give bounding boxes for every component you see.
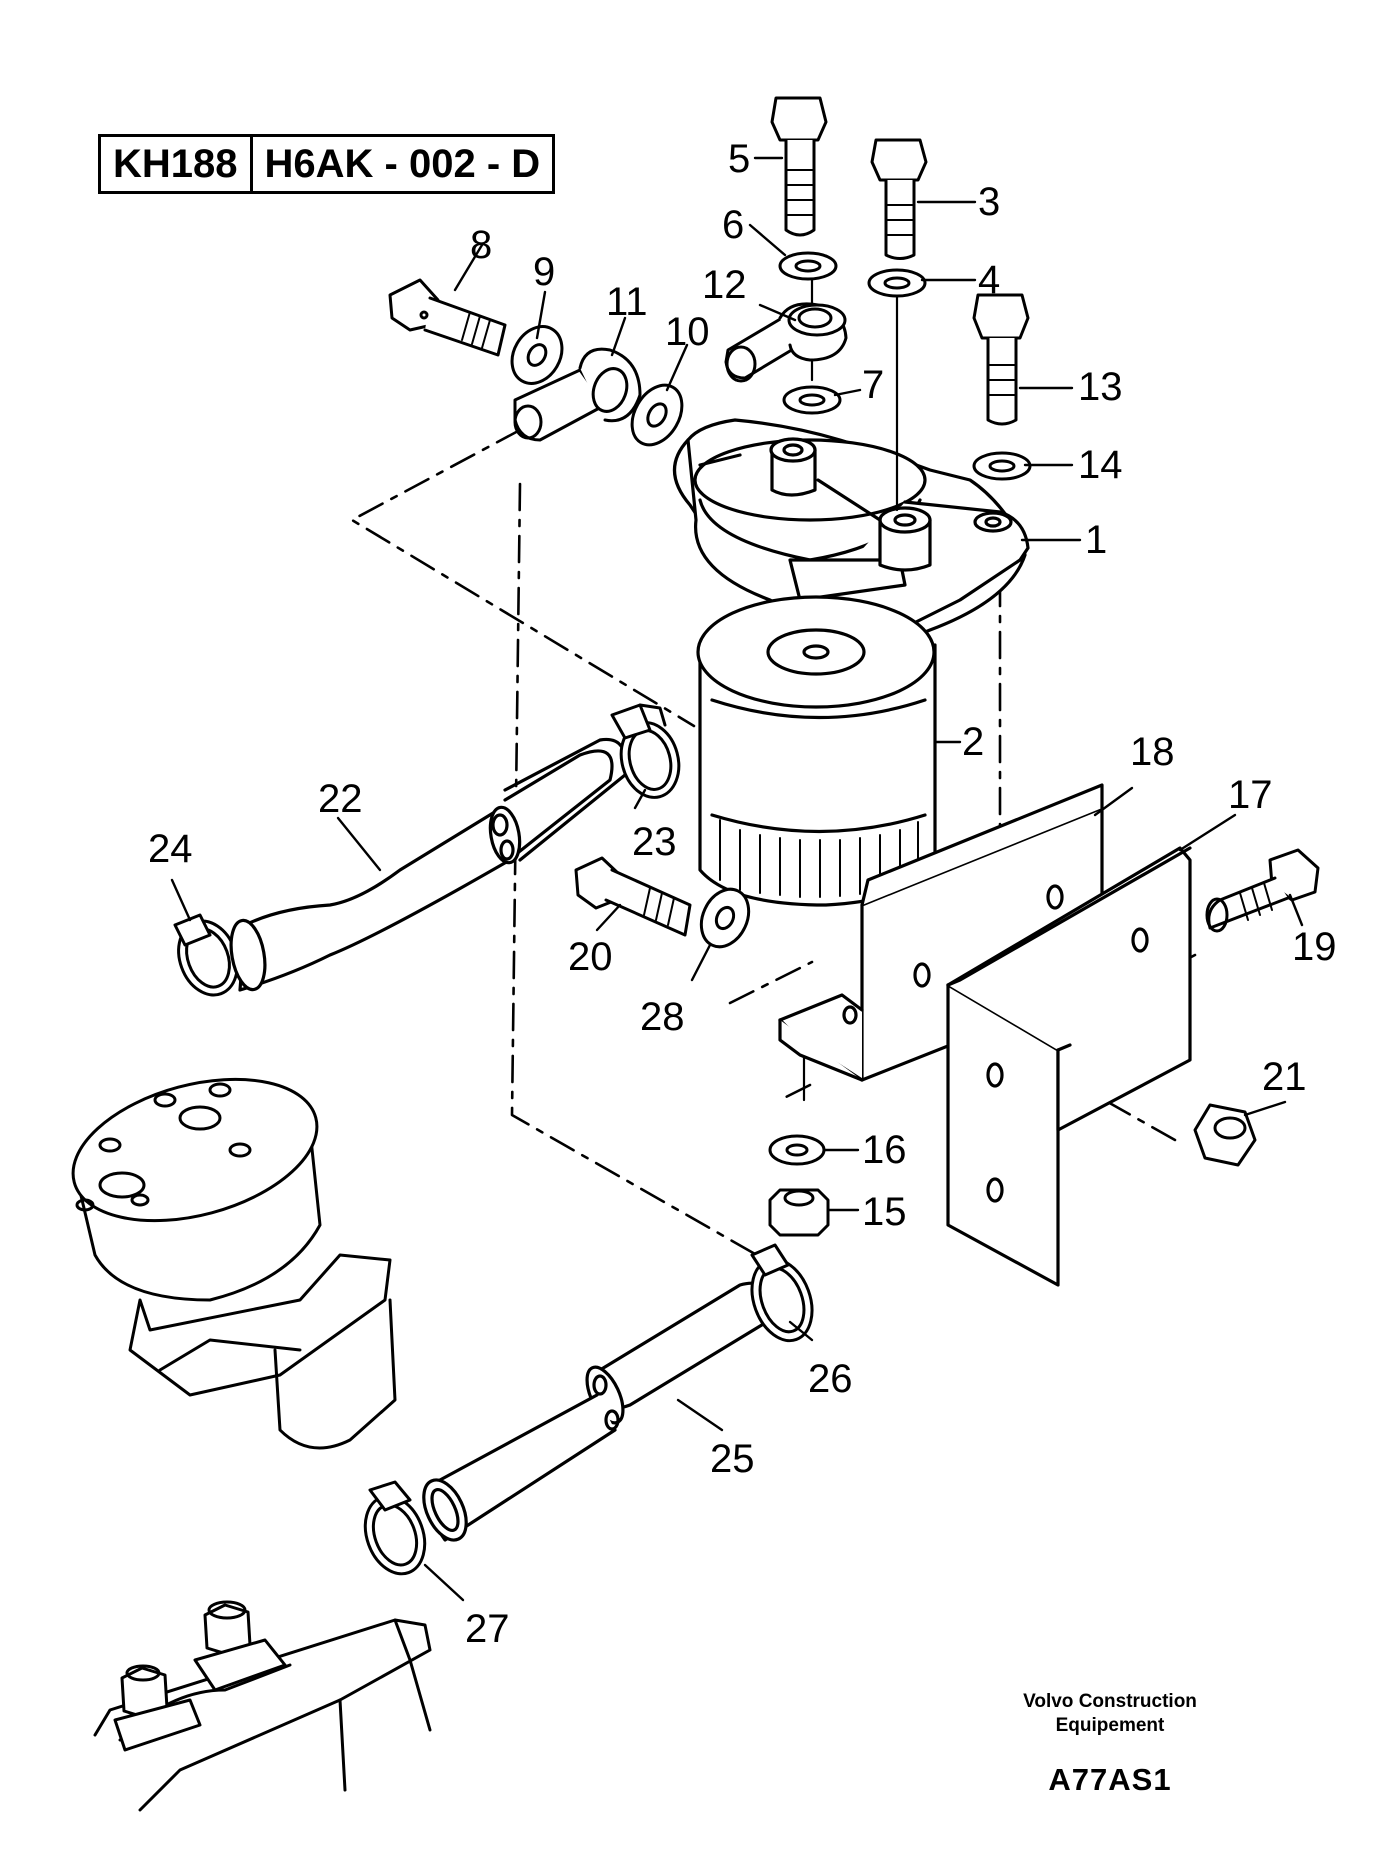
callout-18: 18 xyxy=(1130,730,1175,774)
callout-10: 10 xyxy=(665,310,710,354)
callout-3: 3 xyxy=(978,180,1000,224)
washers xyxy=(778,251,1032,481)
callout-14: 14 xyxy=(1078,443,1123,487)
washer-9 xyxy=(510,325,564,385)
callout-5: 5 xyxy=(728,137,750,181)
callout-11: 11 xyxy=(606,280,648,324)
bracket-18 xyxy=(778,783,1104,1082)
callout-21: 21 xyxy=(1262,1055,1307,1099)
callout-8: 8 xyxy=(470,223,492,267)
filter-cartridge xyxy=(696,595,937,907)
bracket-17 xyxy=(946,846,1192,1287)
callout-7: 7 xyxy=(862,363,884,407)
bolt-19 xyxy=(1205,848,1320,933)
washer-28 xyxy=(699,887,751,949)
hose-22-end xyxy=(229,918,267,992)
callout-22: 22 xyxy=(318,777,363,821)
callout-26: 26 xyxy=(808,1357,853,1401)
nut-21 xyxy=(1193,1103,1257,1167)
section-code: H6AK - 002 - D xyxy=(264,142,541,186)
footer-block: Volvo Construction Equipement A77AS1 xyxy=(990,1690,1230,1798)
nut-15 xyxy=(768,1188,830,1237)
clamp-26 xyxy=(750,1243,814,1343)
callout-labels: 1 2 3 4 5 6 7 8 9 10 11 12 13 14 15 16 1… xyxy=(148,137,1337,1651)
callout-12: 12 xyxy=(702,263,747,307)
callout-17: 17 xyxy=(1228,773,1273,817)
leader-lines xyxy=(170,156,1304,1602)
bolt-5 xyxy=(770,96,828,237)
callout-16: 16 xyxy=(862,1128,907,1172)
washer-4 xyxy=(867,268,927,298)
callout-4: 4 xyxy=(978,258,1000,302)
washer-6 xyxy=(778,251,838,281)
bolt-13 xyxy=(972,293,1030,426)
engine-block xyxy=(93,1600,432,1812)
washer-16 xyxy=(768,1134,826,1166)
callout-13: 13 xyxy=(1078,365,1123,409)
callout-24: 24 xyxy=(148,827,193,871)
callout-27: 27 xyxy=(465,1607,510,1651)
callout-23: 23 xyxy=(632,820,677,864)
callout-2: 2 xyxy=(962,720,984,764)
header-divider xyxy=(249,137,253,191)
callout-25: 25 xyxy=(710,1437,755,1481)
callout-28: 28 xyxy=(640,995,685,1039)
washer-14 xyxy=(972,451,1032,481)
fuel-pump xyxy=(71,1077,397,1450)
bolt-3 xyxy=(870,138,928,260)
company-name-line2: Equipement xyxy=(1055,1715,1165,1736)
diagram-reference-box: KH188 H6AK - 002 - D xyxy=(98,134,556,194)
callout-15: 15 xyxy=(862,1190,907,1234)
drawing-code: A77AS1 xyxy=(1048,1762,1172,1797)
callout-6: 6 xyxy=(722,203,744,247)
company-name-line1: Volvo Construction xyxy=(1023,1691,1197,1712)
bolt-20 xyxy=(574,856,692,937)
callout-19: 19 xyxy=(1292,925,1337,969)
banjo-bolt-8 xyxy=(388,278,507,357)
banjo-fitting-12 xyxy=(724,302,848,383)
clamp-23 xyxy=(610,703,681,799)
banjo-fitting-11 xyxy=(513,347,642,442)
washer-7 xyxy=(782,385,842,415)
callout-1: 1 xyxy=(1085,518,1107,562)
callout-20: 20 xyxy=(568,935,613,979)
callout-9: 9 xyxy=(533,250,555,294)
washer-10 xyxy=(630,383,684,447)
hose-25 xyxy=(422,1281,773,1542)
model-code: KH188 xyxy=(113,142,238,186)
clamp-27 xyxy=(363,1480,427,1576)
